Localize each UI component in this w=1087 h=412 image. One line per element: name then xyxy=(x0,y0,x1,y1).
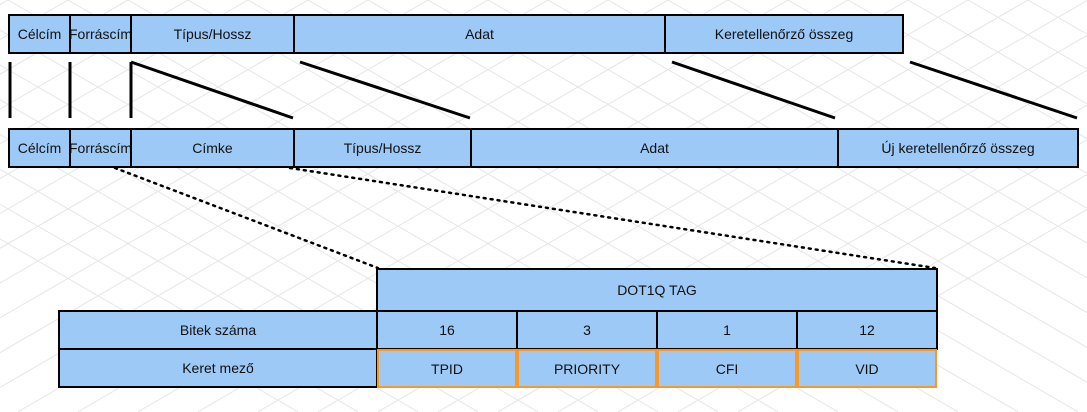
grid-line xyxy=(0,0,309,180)
grid-line xyxy=(1027,0,1087,35)
connector-line xyxy=(130,60,294,120)
grid-line xyxy=(727,0,1087,209)
tagged-field-src: Forráscím xyxy=(69,128,132,168)
field-tpid: TPID xyxy=(377,349,517,388)
row-label-field: Keret mező xyxy=(58,348,378,388)
grid-line xyxy=(907,0,1087,105)
orig-field-type: Típus/Hossz xyxy=(130,14,295,54)
grid-line xyxy=(487,0,1087,348)
bits-vid: 12 xyxy=(796,310,938,350)
orig-field-fcs: Keretellenőrző összeg xyxy=(664,14,904,54)
grid-line xyxy=(0,0,609,354)
connector-line xyxy=(671,60,836,120)
tagged-field-fcs: Új keretellenőrző összeg xyxy=(837,128,1079,168)
grid-line xyxy=(0,0,549,319)
field-cfi: CFI xyxy=(657,349,797,388)
connector-line xyxy=(299,60,471,120)
bits-tpid: 16 xyxy=(376,310,518,350)
orig-field-data: Adat xyxy=(293,14,666,54)
grid-line xyxy=(0,0,369,215)
orig-field-dest: Célcím xyxy=(8,14,71,54)
orig-field-src: Forráscím xyxy=(69,14,132,54)
frame-connectors xyxy=(8,60,1078,120)
field-priority: PRIORITY xyxy=(517,349,657,388)
grid-line xyxy=(0,0,489,284)
row-label-bits: Bitek száma xyxy=(58,310,378,350)
bits-cfi: 1 xyxy=(656,310,798,350)
grid-line xyxy=(967,0,1087,70)
grid-line xyxy=(367,0,1079,412)
tagged-field-tag: Címke xyxy=(130,128,295,168)
zoom-lines xyxy=(113,166,937,270)
grid-line xyxy=(0,0,429,249)
tagged-field-data: Adat xyxy=(470,128,839,168)
grid-line xyxy=(667,0,1087,244)
bits-priority: 3 xyxy=(516,310,658,350)
connector-line xyxy=(909,60,1078,120)
dot1q-title: DOT1Q TAG xyxy=(376,268,938,312)
zoom-line-right xyxy=(288,166,937,270)
grid-line xyxy=(607,0,1087,279)
tagged-field-dest: Célcím xyxy=(8,128,71,168)
grid-line xyxy=(787,0,1087,174)
tagged-field-type: Típus/Hossz xyxy=(293,128,472,168)
zoom-line-left xyxy=(113,166,380,270)
grid-line xyxy=(847,0,1087,140)
grid-line xyxy=(547,0,1087,314)
grid-line xyxy=(427,0,1087,383)
field-vid: VID xyxy=(797,349,937,388)
